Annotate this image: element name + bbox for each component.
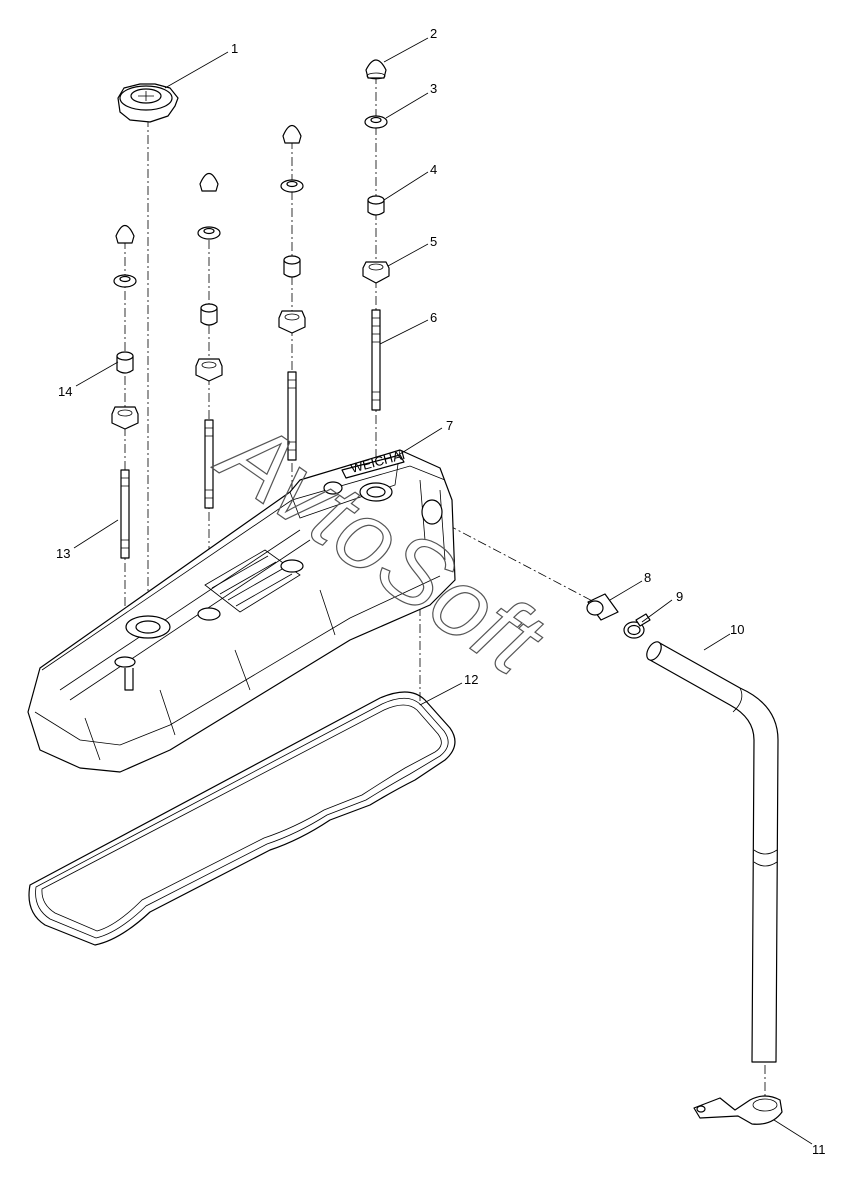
washer-part-3 <box>364 115 388 129</box>
flange-nut-col3 <box>278 310 306 334</box>
flange-nut-col1 <box>111 406 139 430</box>
callout-5: 5 <box>430 234 437 249</box>
washer-col1 <box>113 274 137 288</box>
oil-filler-cap <box>117 83 179 123</box>
hose-bracket <box>693 1095 783 1125</box>
callout-14: 14 <box>58 384 72 399</box>
breather-connector <box>586 593 619 621</box>
flange-nut-col2 <box>195 358 223 382</box>
stud-part-6 <box>371 309 381 411</box>
breather-hose <box>646 641 779 1063</box>
gasket <box>28 691 456 946</box>
callout-12: 12 <box>464 672 478 687</box>
leader-lines <box>73 37 813 1145</box>
sleeve-part-14 <box>116 351 134 374</box>
stud-col3 <box>287 371 297 461</box>
stud-part-13 <box>120 469 130 559</box>
callout-10: 10 <box>730 622 744 637</box>
sleeve-part-4 <box>367 195 385 216</box>
cap-nut-col3 <box>282 124 302 144</box>
callout-4: 4 <box>430 162 437 177</box>
callout-1: 1 <box>231 41 238 56</box>
stud-col2 <box>204 419 214 509</box>
sleeve-col3 <box>283 255 301 278</box>
flange-nut-part-5 <box>362 261 390 284</box>
callout-3: 3 <box>430 81 437 96</box>
cap-nut-part-2 <box>365 59 387 80</box>
callout-6: 6 <box>430 310 437 325</box>
washer-col2 <box>197 226 221 240</box>
cap-nut-col2 <box>199 172 219 192</box>
callout-8: 8 <box>644 570 651 585</box>
callout-9: 9 <box>676 589 683 604</box>
cap-nut-col1 <box>115 224 135 244</box>
hose-clamp <box>623 613 651 639</box>
sleeve-col2 <box>200 303 218 326</box>
callout-numbers: 1 2 3 4 5 6 7 8 9 10 11 12 13 14 <box>56 26 826 1157</box>
washer-col3 <box>280 179 304 193</box>
callout-11: 11 <box>812 1142 826 1157</box>
callout-13: 13 <box>56 546 70 561</box>
callout-7: 7 <box>446 418 453 433</box>
valve-cover <box>27 449 456 773</box>
callout-2: 2 <box>430 26 437 41</box>
